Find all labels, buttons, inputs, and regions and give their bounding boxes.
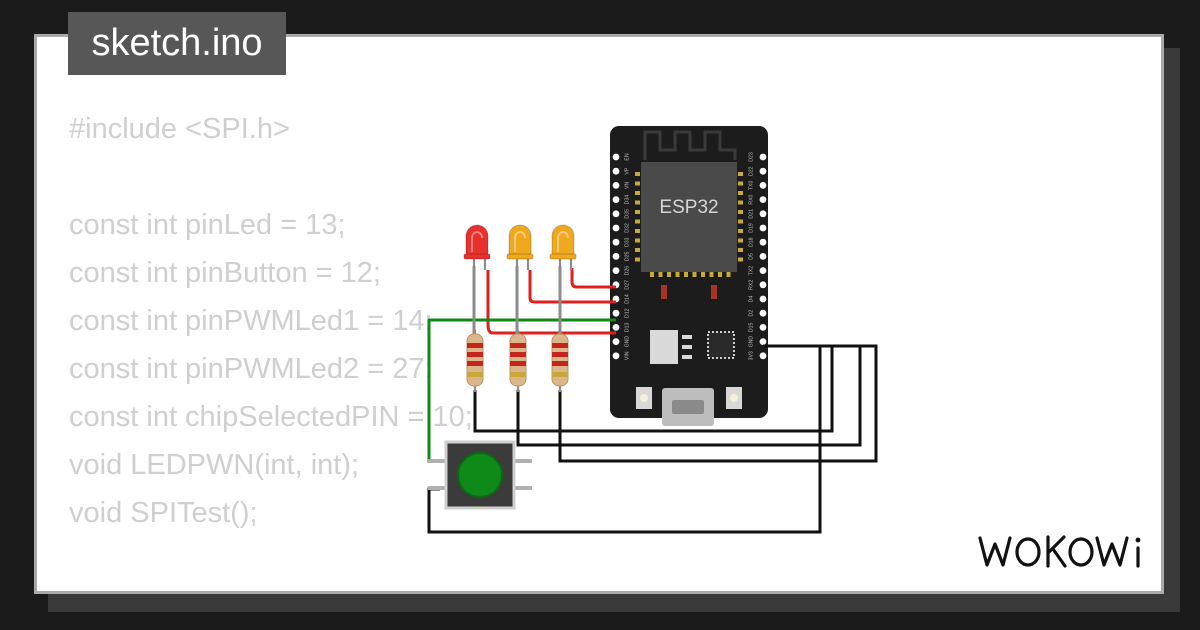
code-line: #include <SPI.h> [69,113,290,145]
left-pin-label: EN [624,153,630,160]
left-pin-label: GND [624,336,630,348]
right-pin-label: 3V3 [748,351,754,360]
left-pin-label: D13 [624,323,630,333]
right-pin [759,238,767,246]
left-pin [612,167,620,175]
right-pin-label: RX0 [748,194,754,204]
code-line: const int pinPWMLed2 = 27; [69,353,433,385]
left-pin-label: D26 [624,266,630,276]
smd-resistor [661,285,667,299]
code-line: const int pinLed = 13; [69,209,346,241]
right-pin-label: D5 [748,253,754,260]
wifi-antenna-trace [643,130,737,160]
esp32-module [641,162,737,272]
left-pin-label: D27 [624,280,630,290]
led-red[interactable] [463,224,491,270]
module-castellations [635,172,743,277]
left-pin-label: VP [624,167,630,174]
left-pin-label: D33 [624,237,630,247]
wire-led2-d14 [528,270,616,304]
right-pin-label: D2 [748,310,754,317]
left-pin [612,210,620,218]
right-pin-label: GND [748,336,754,348]
left-pin-label: D32 [624,223,630,233]
right-pin [759,281,767,289]
left-pin-label: D35 [624,209,630,219]
left-pin [612,352,620,360]
led-amber-1[interactable] [506,224,534,270]
right-pin-label: D15 [748,323,754,333]
code-line: void SPITest(); [69,497,258,529]
right-pin-label: RX2 [748,280,754,290]
right-pin-label: D21 [748,209,754,219]
left-pin [612,196,620,204]
right-pin [759,253,767,260]
left-pin [612,267,620,274]
esp32-board[interactable]: ESP32 ENVPVND34D35D32D33D25D26D27D14D12D… [610,126,768,426]
left-pin [612,324,620,331]
leds [463,224,577,270]
left-pin-label: D25 [624,252,630,262]
code-line: const int pinPWMLed1 = 14; [69,305,433,337]
right-pin [759,338,767,345]
right-pin [759,224,767,232]
right-pin [759,295,767,303]
push-button[interactable] [428,440,532,510]
smd-resistor [711,285,717,299]
left-pin-label: D34 [624,195,630,205]
right-pin-label: D4 [748,296,754,303]
right-pin-label: TX2 [748,266,754,276]
left-pin [612,253,620,260]
code-line: void LEDPWN(int, int); [69,449,360,481]
right-pin [759,267,767,274]
resistor[interactable] [466,330,484,392]
code-line: const int pinButton = 12; [69,257,381,289]
left-pin [612,309,620,317]
right-pin [759,352,767,360]
resistor[interactable] [551,330,569,392]
left-pin [612,182,620,189]
usb-uart-chip [707,331,735,359]
left-pin-label: D12 [624,308,630,318]
preview-card: #include <SPI.h> const int pinLed = 13; co… [34,34,1164,594]
wire-led1-d13 [486,270,616,335]
right-pin [759,309,767,317]
left-pin-label: VN [624,182,630,189]
right-pin-label: D19 [748,223,754,233]
right-pin [759,210,767,218]
right-pin [759,153,767,161]
resistor[interactable] [509,330,527,392]
esp32-label: ESP32 [659,197,718,218]
left-pin-label: VIN [624,351,630,360]
led-amber-2[interactable] [549,224,577,270]
right-pin [759,167,767,175]
right-pin-label: D22 [748,166,754,176]
code-background: #include <SPI.h> const int pinLed = 13; co… [69,105,473,591]
wire-led3-d27 [570,268,616,289]
code-line: const int chipSelectedPIN = 10; [69,401,473,433]
right-pin [759,196,767,204]
filename-tab[interactable]: sketch.ino [68,12,286,75]
right-pin-label: D23 [748,152,754,162]
wokwi-logo[interactable] [975,528,1150,576]
voltage-regulator [650,330,678,364]
right-pin-label: TX0 [748,181,754,191]
resistors [466,330,569,392]
right-pin [759,324,767,331]
left-pin [612,338,620,345]
right-pin-label: D18 [748,237,754,247]
right-pin [759,182,767,189]
left-pin [612,238,620,246]
left-pin-label: D14 [624,294,630,304]
left-pin [612,224,620,232]
left-pin [612,153,620,161]
button-cap[interactable] [457,452,503,498]
